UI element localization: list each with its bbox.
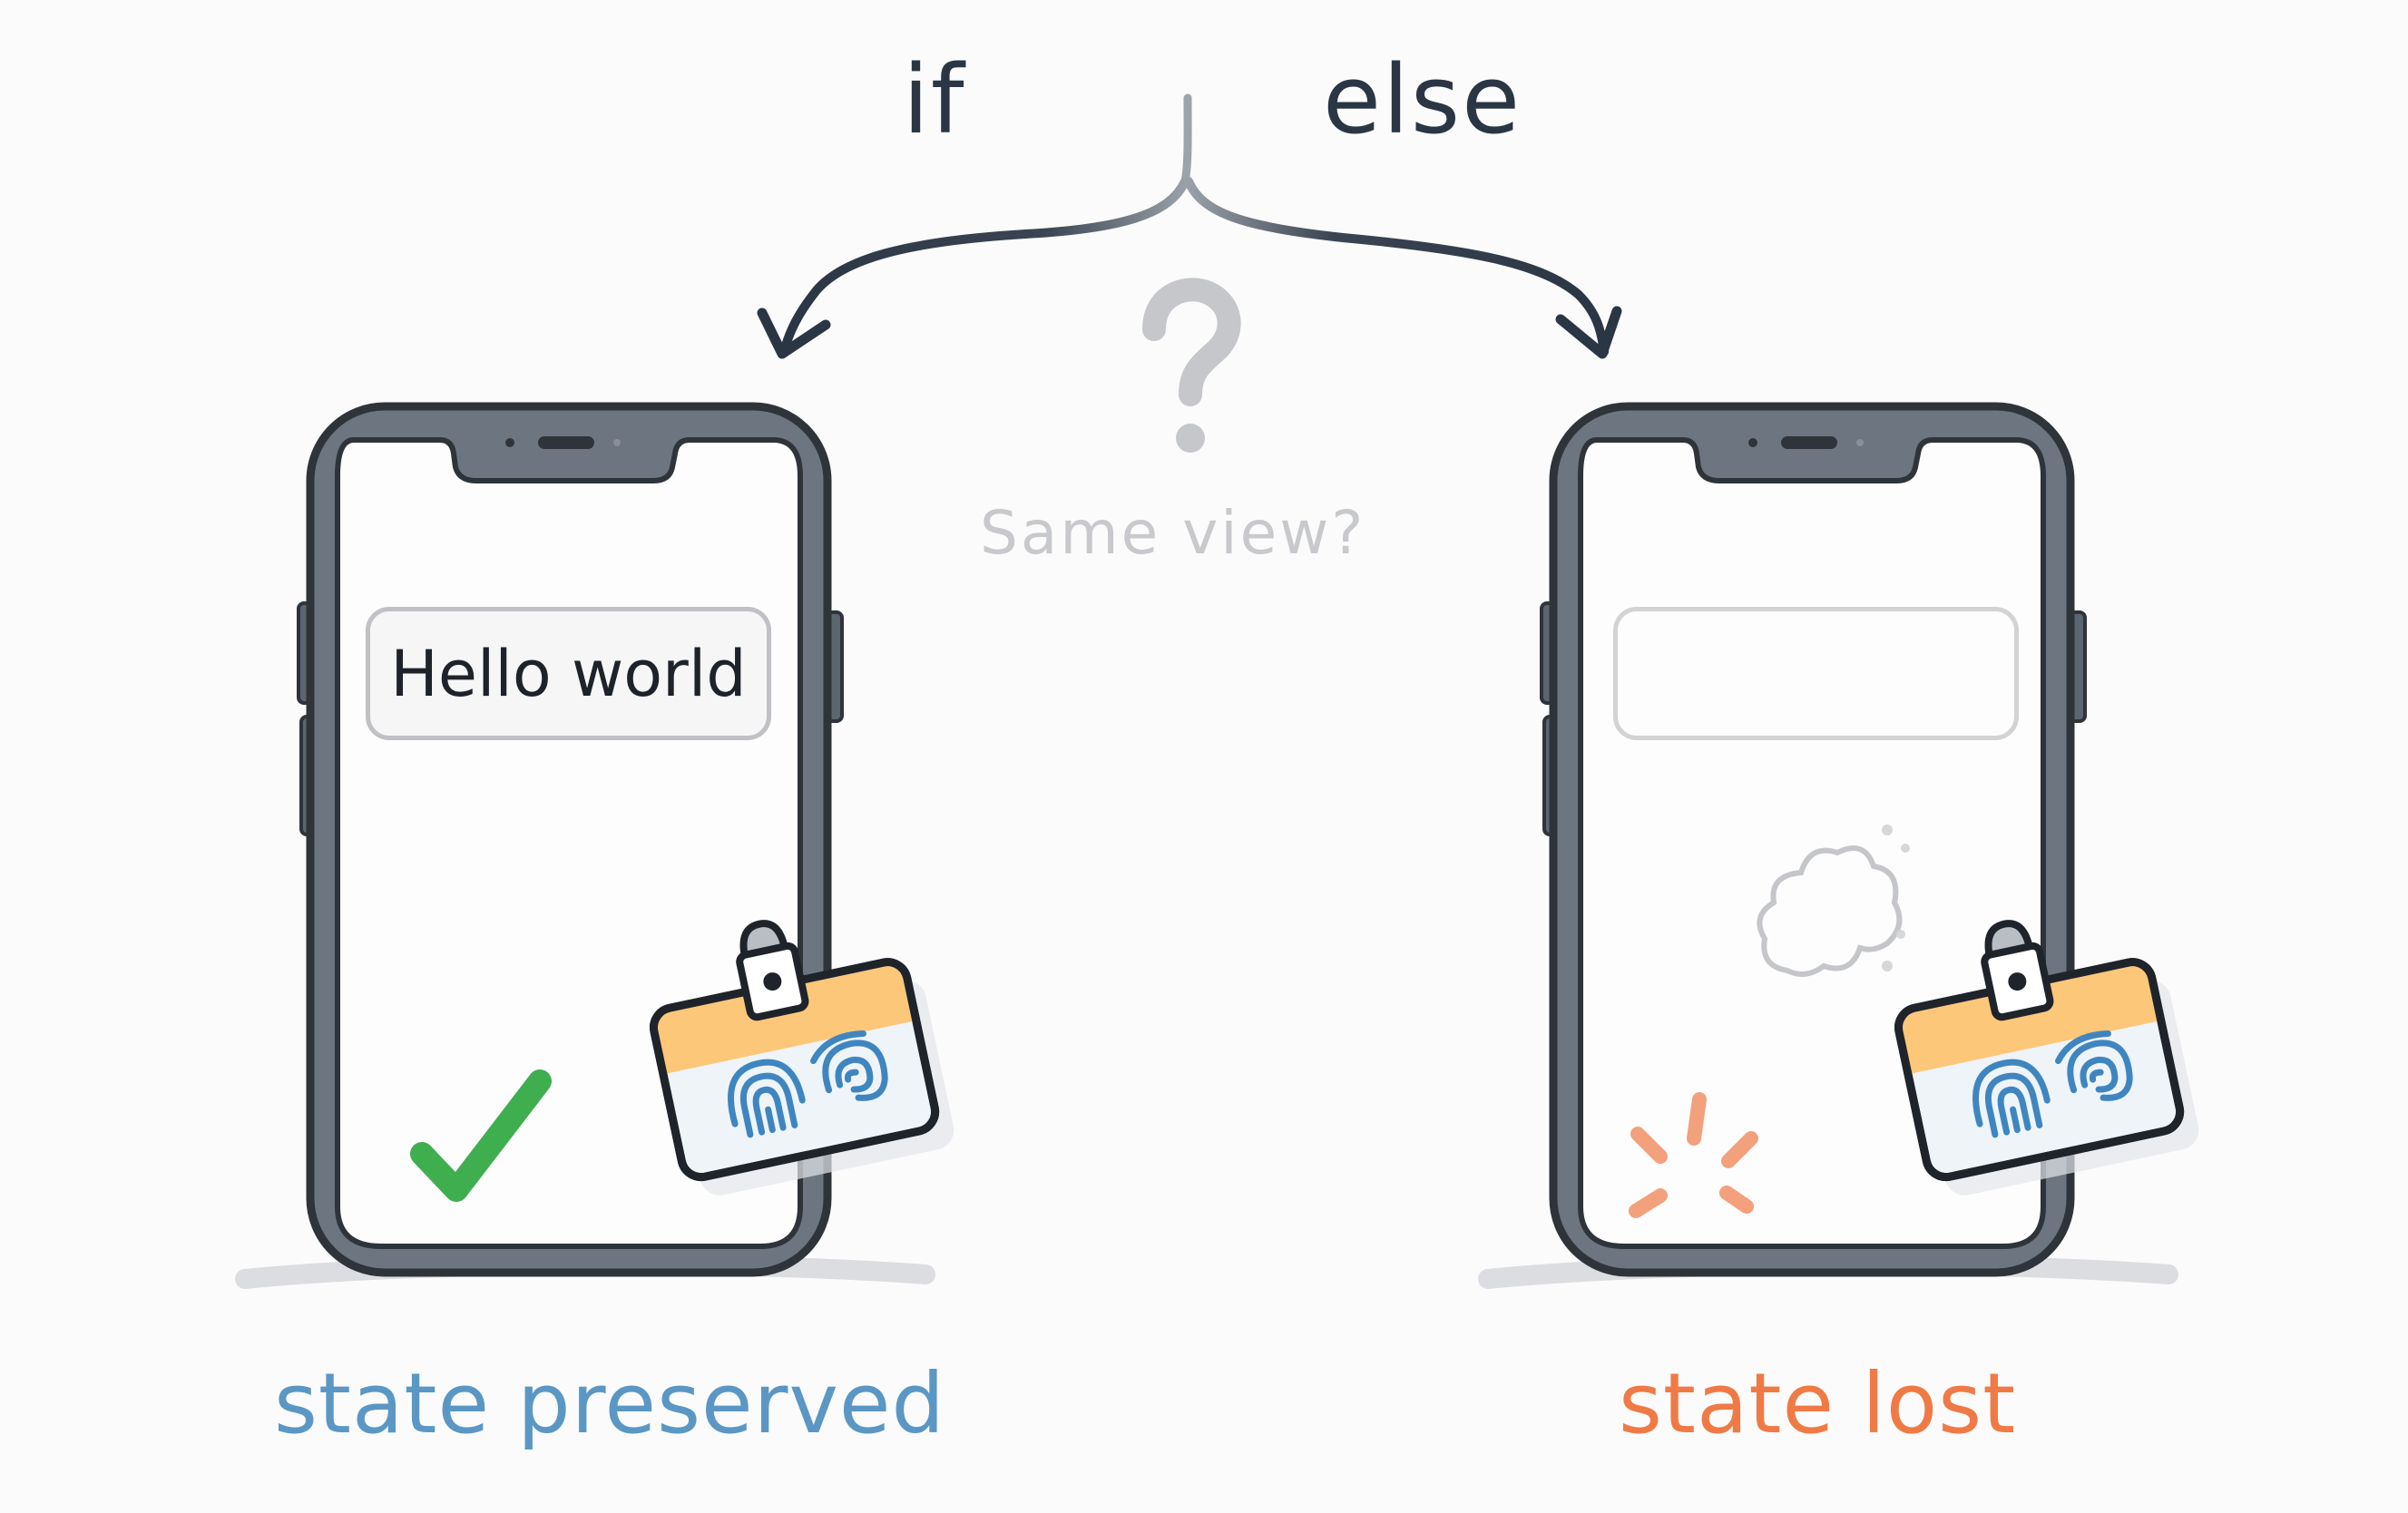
right-phone bbox=[1478, 390, 2223, 1306]
if-label: if bbox=[903, 44, 966, 155]
text-input-preserved[interactable]: Hello world bbox=[366, 607, 771, 740]
else-label: else bbox=[1323, 44, 1522, 155]
id-badge-fingerprint-icon bbox=[1894, 920, 2199, 1196]
same-view-caption: Same view? bbox=[980, 498, 1366, 568]
text-input-value: Hello world bbox=[390, 636, 747, 711]
left-phone: Hello world bbox=[235, 390, 980, 1306]
smoke-cloud-icon bbox=[1757, 825, 1910, 977]
question-mark-icon bbox=[1142, 278, 1241, 453]
state-preserved-label: state preserved bbox=[274, 1355, 945, 1452]
checkmark-icon bbox=[410, 1069, 552, 1202]
id-badge-fingerprint-icon bbox=[650, 920, 954, 1196]
state-lost-label: state lost bbox=[1619, 1355, 2017, 1452]
spark-burst-icon bbox=[1629, 1092, 1758, 1218]
text-input-empty[interactable] bbox=[1613, 607, 2019, 740]
